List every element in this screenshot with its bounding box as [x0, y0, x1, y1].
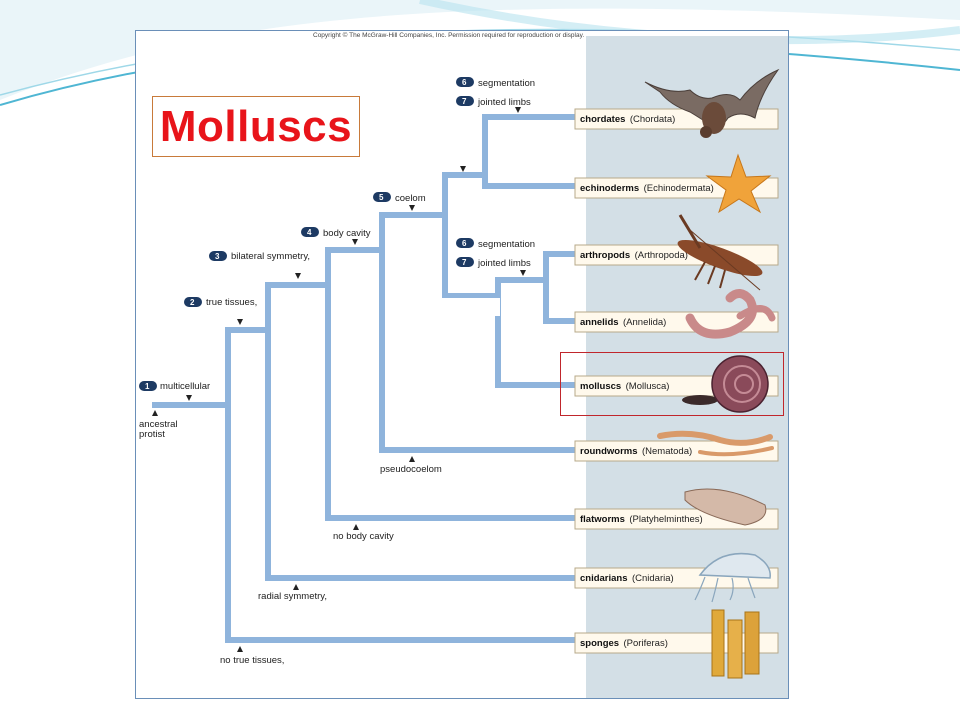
trait-label: bilateral symmetry,	[231, 251, 310, 262]
trait-label: segmentation	[478, 239, 535, 250]
svg-text:cnidarians (Cnidaria): cnidarians (Cnidaria)	[580, 568, 674, 585]
group-sponges: sponges (Poriferas)	[574, 632, 779, 654]
svg-text:6: 6	[462, 78, 467, 87]
svg-text:no body cavity: no body cavity	[333, 531, 394, 542]
trait-label: multicellular	[160, 381, 210, 392]
svg-text:annelids (Annelida): annelids (Annelida)	[580, 312, 666, 329]
copyright-text: Copyright © The McGraw-Hill Companies, I…	[313, 31, 584, 39]
svg-text:arthropods (Arthropoda): arthropods (Arthropoda)	[580, 245, 688, 262]
tree-branches	[152, 114, 581, 643]
jellyfish-icon	[694, 552, 771, 603]
trait-1: 1 multicellular	[139, 381, 210, 401]
svg-text:radial symmetry,: radial symmetry,	[258, 591, 327, 602]
trait-7-lower: 7 jointed limbs	[456, 257, 531, 276]
flatworm-icon	[684, 488, 767, 526]
trait-label: true tissues,	[206, 297, 257, 308]
molluscs-highlight-box	[560, 352, 784, 416]
trait-2: 2 true tissues,	[184, 297, 257, 325]
trait-6-upper: 6 segmentation	[456, 77, 535, 89]
alt-trait-radial-symmetry: radial symmetry,	[258, 584, 327, 602]
slide-title: Molluscs	[159, 101, 353, 151]
svg-text:roundworms (Nematoda): roundworms (Nematoda)	[580, 441, 692, 458]
trait-6-lower: 6 segmentation	[456, 238, 535, 250]
svg-text:ancestral: ancestral	[139, 419, 178, 430]
bat-icon	[644, 68, 780, 138]
trait-label: coelom	[395, 193, 426, 204]
alt-trait-no-true-tissues: no true tissues,	[220, 646, 284, 666]
starfish-icon	[705, 153, 772, 214]
lobster-icon	[677, 214, 763, 291]
svg-text:chordates (Chordata): chordates (Chordata)	[580, 109, 675, 126]
svg-text:molluscs (Mollusca): molluscs (Mollusca)	[580, 376, 669, 393]
svg-text:2: 2	[190, 298, 195, 307]
trait-label: body cavity	[323, 228, 371, 239]
trait-3: 3 bilateral symmetry,	[209, 251, 310, 279]
snail-icon	[682, 355, 769, 413]
trait-label: jointed limbs	[477, 258, 531, 269]
alt-trait-no-body-cavity: no body cavity	[333, 524, 394, 542]
svg-text:7: 7	[462, 258, 467, 267]
svg-text:4: 4	[307, 228, 312, 237]
svg-text:5: 5	[379, 193, 384, 202]
svg-text:no true tissues,: no true tissues,	[220, 655, 284, 666]
trait-5: 5 coelom	[373, 192, 426, 211]
svg-text:6: 6	[462, 239, 467, 248]
sponge-icon	[711, 609, 760, 679]
svg-text:flatworms (Platyhelminthes): flatworms (Platyhelminthes)	[580, 509, 703, 526]
trait-label: segmentation	[478, 78, 535, 89]
trait-7-upper: 7 jointed limbs	[456, 96, 531, 172]
svg-text:7: 7	[462, 97, 467, 106]
svg-text:sponges (Poriferas): sponges (Poriferas)	[580, 633, 668, 650]
svg-text:1: 1	[145, 382, 150, 391]
trait-4: 4 body cavity	[301, 227, 371, 245]
slide-title-box: Molluscs	[152, 96, 360, 157]
svg-text:protist: protist	[139, 429, 165, 440]
trait-label: jointed limbs	[477, 97, 531, 108]
roundworm-icon	[657, 430, 774, 457]
svg-text:echinoderms (Echinodermata): echinoderms (Echinodermata)	[580, 178, 714, 195]
group-annelids: annelids (Annelida)	[574, 311, 779, 333]
root-label: ancestral protist	[139, 410, 178, 440]
alt-trait-pseudocoelom: pseudocoelom	[380, 456, 442, 475]
svg-text:pseudocoelom: pseudocoelom	[380, 464, 442, 475]
svg-text:3: 3	[215, 252, 220, 261]
earthworm-icon	[685, 289, 776, 339]
